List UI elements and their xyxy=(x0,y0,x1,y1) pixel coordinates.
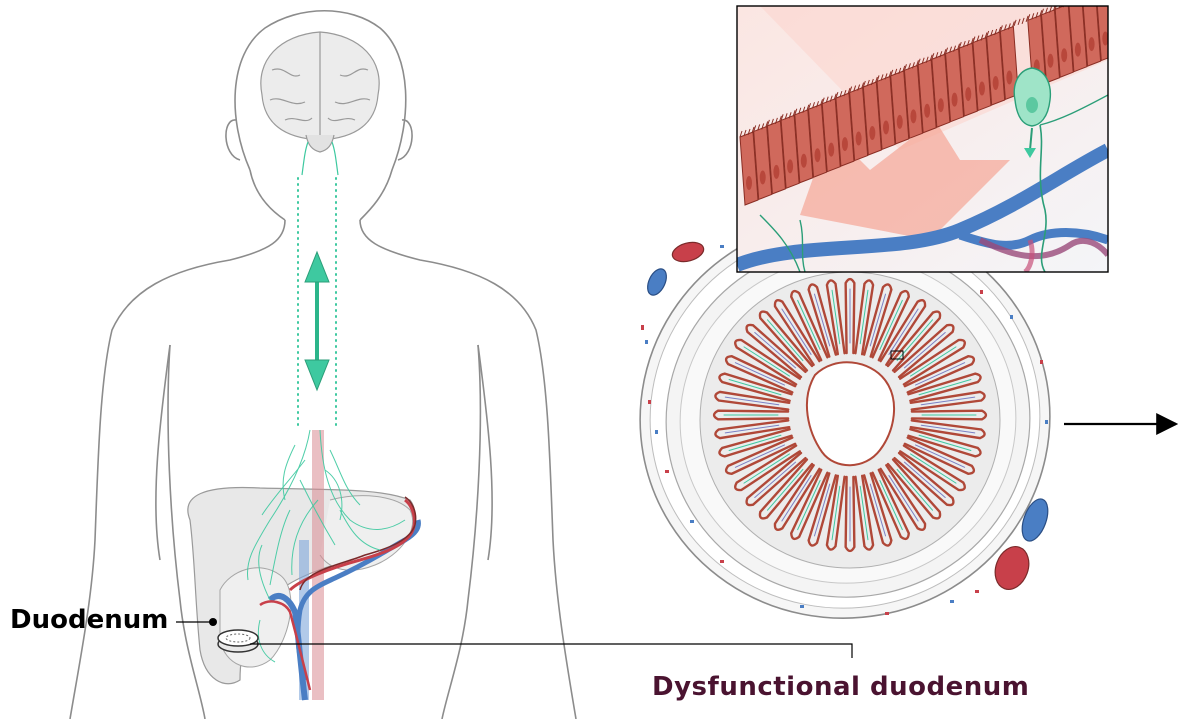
cell-nucleus xyxy=(1061,48,1067,62)
cell-nucleus xyxy=(842,137,848,151)
cell-nucleus xyxy=(897,115,903,129)
cell-nucleus xyxy=(1006,70,1012,84)
cell-nucleus xyxy=(924,104,930,118)
cell-nucleus xyxy=(760,170,766,184)
cell-nucleus xyxy=(993,76,999,90)
inset-magnification xyxy=(737,0,1128,272)
cell-nucleus xyxy=(1047,54,1053,68)
duodenum-pointer-dot xyxy=(209,618,217,626)
cell-nucleus xyxy=(1075,43,1081,57)
cell-nucleus xyxy=(746,176,752,190)
cell-nucleus xyxy=(952,93,958,107)
cell-nucleus xyxy=(910,109,916,123)
brain-icon xyxy=(261,32,379,152)
cell-nucleus xyxy=(979,82,985,96)
cell-nucleus xyxy=(815,148,821,162)
brush-border xyxy=(1069,0,1083,4)
double-arrow-icon xyxy=(305,252,329,390)
cell-nucleus xyxy=(1116,26,1122,40)
epithelial-cell xyxy=(1110,0,1128,55)
cell-nucleus xyxy=(801,154,807,168)
dysfunctional-duodenum-label: Dysfunctional duodenum xyxy=(652,672,1029,702)
cell-nucleus xyxy=(856,132,862,146)
cell-nucleus xyxy=(869,126,875,140)
cell-nucleus xyxy=(938,98,944,112)
cell-nucleus xyxy=(1089,37,1095,51)
cell-nucleus xyxy=(883,120,889,134)
duodenum-ring xyxy=(218,630,258,652)
cell-nucleus xyxy=(773,165,779,179)
cell-nucleus xyxy=(965,87,971,101)
duodenum-label: Duodenum xyxy=(10,605,168,635)
cell-nucleus xyxy=(828,143,834,157)
cell-nucleus xyxy=(787,159,793,173)
